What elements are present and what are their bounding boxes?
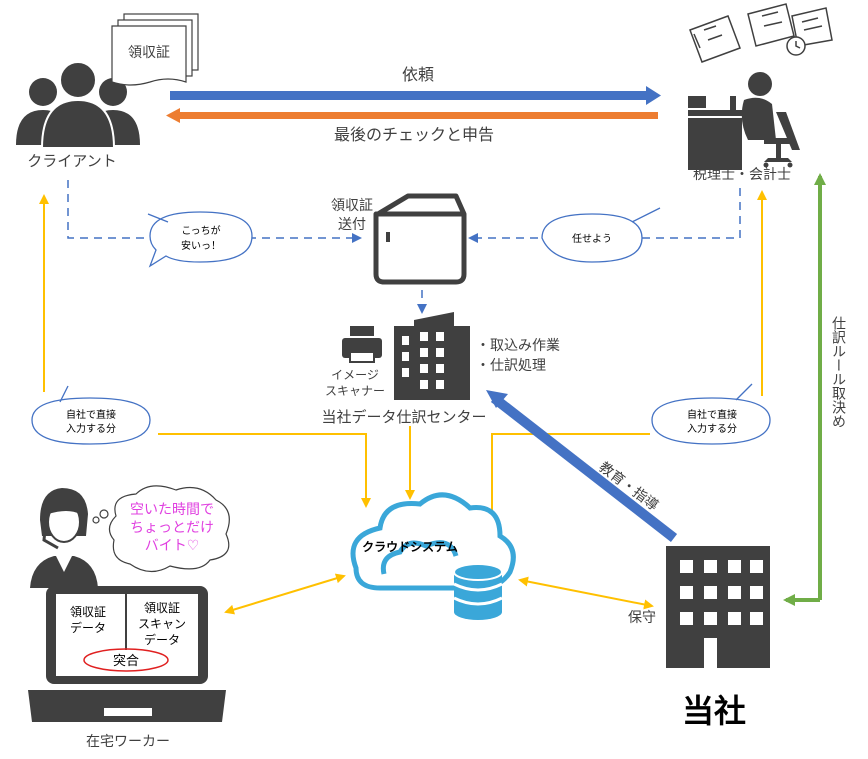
bubble-accountant-self-line1: 自社で直接 [687, 408, 737, 421]
training-arrow [486, 390, 678, 542]
database-icon [453, 563, 503, 620]
yellow-flow-lines [39, 190, 767, 615]
data-center-label: 当社データ仕訳センター [321, 408, 486, 426]
speech-bubble-client [147, 211, 253, 268]
scanner-line1: イメージ [331, 368, 379, 382]
final-check-label: 最後のチェックと申告 [334, 125, 494, 144]
bubble-client-line1: こっちが [181, 224, 220, 237]
bubble-client-self-line2: 入力する分 [66, 422, 116, 435]
match-circle [83, 648, 169, 672]
receipt-shipping-line2: 送付 [338, 217, 366, 233]
cloud-system-label: クラウドシステム [362, 540, 458, 554]
laptop-right-line1: 領収証 [144, 600, 180, 615]
laptop-left-line1: 領収証 [70, 604, 106, 619]
bubble-client-self-line1: 自社で直接 [66, 408, 116, 421]
people-group-icon [16, 61, 140, 149]
match-label: 突合 [113, 653, 139, 669]
data-center-task2: ・仕訳処理 [476, 358, 546, 374]
scanner-line2: スキャナー [325, 384, 385, 398]
paper-documents-icon [689, 3, 833, 63]
laptop-right-line2: スキャン [138, 617, 186, 631]
bubble-accountant-text: 任せよう [572, 232, 612, 245]
person-at-desk-icon [688, 72, 800, 170]
final-check-arrow [166, 108, 658, 123]
data-center-task1: ・取込み作業 [476, 338, 560, 354]
speech-bubble-accountant-self-input [651, 383, 771, 445]
home-worker-label: 在宅ワーカー [86, 734, 170, 750]
accountant-label: 税理士・会計士 [693, 167, 791, 183]
laptop-right-line3: データ [144, 632, 180, 647]
receipt-stack-icon [111, 13, 199, 86]
thought-line3: バイト♡ [145, 538, 200, 554]
journal-rules-label: 仕訳ルール取決め [830, 316, 846, 428]
office-building-icon [394, 312, 470, 400]
printer-icon [342, 326, 382, 363]
shipping-box-icon [373, 193, 467, 285]
thought-line1: 空いた時間で [130, 502, 214, 518]
green-flow-line [783, 173, 826, 606]
bubble-accountant-self-line2: 入力する分 [687, 422, 737, 435]
headset-worker-icon [30, 488, 98, 588]
request-arrow [170, 86, 661, 105]
receipt-stack-label: 領収証 [128, 44, 170, 61]
request-label: 依頼 [402, 65, 434, 84]
receipt-shipping-line1: 領収証 [331, 197, 373, 214]
client-label: クライアント [27, 152, 116, 170]
laptop-icon [28, 586, 226, 722]
thought-line2: ちょっとだけ [130, 520, 214, 536]
company-building-icon [666, 546, 770, 668]
laptop-left-line2: データ [70, 620, 106, 635]
speech-bubble-client-self-input [31, 385, 151, 445]
company-label: 当社 [682, 692, 746, 730]
maintenance-label: 保守 [628, 610, 656, 626]
bubble-client-line2: 安いっ！ [181, 239, 221, 252]
speech-bubble-accountant [541, 207, 661, 263]
thought-bubble [92, 485, 230, 573]
